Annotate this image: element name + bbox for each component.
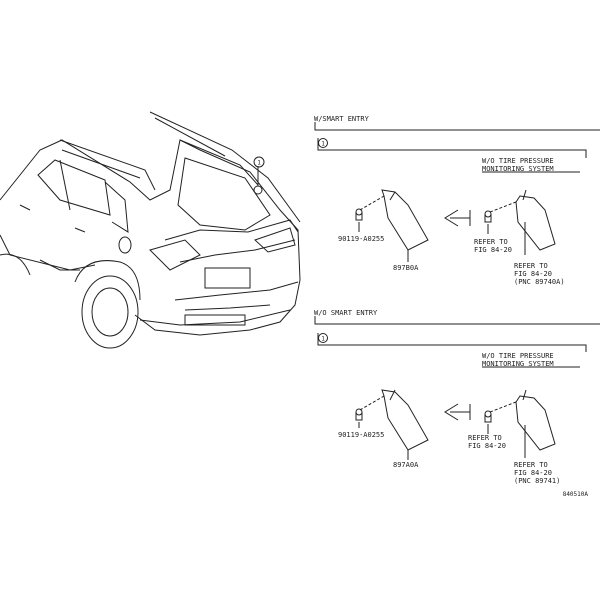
sensor-bracket-897b0a xyxy=(381,189,429,251)
callout-number: 1 xyxy=(321,141,325,148)
refer-note-1b: FIG 84-20 xyxy=(468,442,506,450)
refer-note-1: REFER TO xyxy=(474,238,508,246)
bolt-part-number: 90119-A0255 xyxy=(338,235,384,243)
part-number: 897B0A xyxy=(393,264,419,272)
section-without-smart-entry xyxy=(314,316,600,460)
refer-note-2: REFER TO xyxy=(514,461,548,469)
callout-circle xyxy=(318,333,328,343)
callout-circle xyxy=(253,156,265,168)
arrow-left-icon xyxy=(444,209,471,227)
diagram-id: 840510A xyxy=(563,491,589,498)
bolt-ref-1 xyxy=(484,210,492,223)
sensor-bracket-897a0a xyxy=(381,389,429,451)
bolt-90119-a0255-2 xyxy=(355,408,363,421)
refer-note-2c: (PNC 89740A) xyxy=(514,278,565,286)
section-subheader: W/O TIRE PRESSURE MONITORING SYSTEM xyxy=(482,352,558,368)
bolt-ref-2 xyxy=(484,410,492,423)
sensor-bracket-ref xyxy=(515,195,556,251)
section-header: W/O SMART ENTRY xyxy=(314,309,378,317)
bolt-90119-a0255-1 xyxy=(355,208,363,221)
refer-note-1: REFER TO xyxy=(468,434,502,442)
refer-note-2c: (PNC 89741) xyxy=(514,477,560,485)
callout-number: 1 xyxy=(321,336,325,343)
section-header: W/SMART ENTRY xyxy=(314,115,370,123)
refer-note-2b: FIG 84-20 xyxy=(514,469,552,477)
section-smart-entry xyxy=(314,122,600,262)
section-subheader: W/O TIRE PRESSURE MONITORING SYSTEM xyxy=(482,157,558,173)
callout-circle xyxy=(318,138,328,148)
refer-note-1b: FIG 84-20 xyxy=(474,246,512,254)
refer-note-2b: FIG 84-20 xyxy=(514,270,552,278)
sensor-bracket-ref-2 xyxy=(515,395,556,451)
arrow-left-icon xyxy=(444,403,471,421)
bolt-part-number: 90119-A0255 xyxy=(338,431,384,439)
refer-note-2: REFER TO xyxy=(514,262,548,270)
part-number: 897A0A xyxy=(393,461,419,469)
callout-number: 1 xyxy=(257,160,261,167)
vehicle-illustration xyxy=(0,111,301,349)
